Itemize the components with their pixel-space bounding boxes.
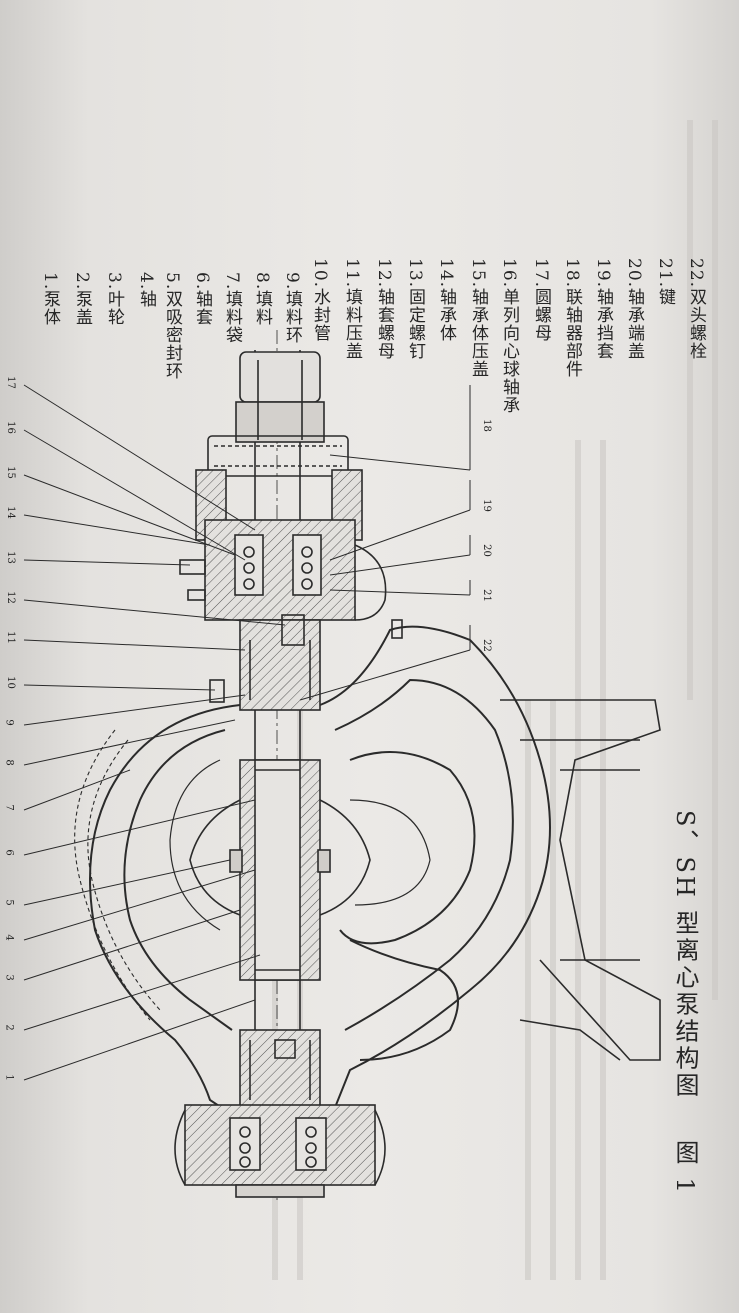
legend-item-4: 4.轴 bbox=[136, 272, 156, 309]
callout-5: 5 bbox=[3, 899, 15, 906]
callout-8: 8 bbox=[3, 759, 15, 766]
callout-1: 1 bbox=[3, 1074, 15, 1081]
legend-item-20: 20.轴承端盖 bbox=[624, 258, 644, 361]
callout-4: 4 bbox=[3, 934, 15, 941]
callout-7: 7 bbox=[3, 804, 15, 811]
callout-2: 2 bbox=[3, 1024, 15, 1031]
legend-item-12: 12.轴套螺母 bbox=[374, 258, 394, 361]
upper-gland bbox=[209, 614, 403, 711]
legend-item-11: 11.填料压盖 bbox=[342, 258, 362, 361]
lower-bearing-housing bbox=[174, 1104, 386, 1198]
legend-item-1: 1.泵体 bbox=[40, 272, 60, 327]
callout-6: 6 bbox=[3, 849, 15, 856]
callout-leaders bbox=[23, 384, 471, 1081]
pump-casing bbox=[74, 625, 551, 1121]
legend-item-8: 8.填料 bbox=[252, 272, 272, 327]
callout-13: 13 bbox=[4, 551, 16, 564]
figure-label: 图 1 bbox=[671, 1140, 699, 1196]
callout-18: 18 bbox=[480, 419, 492, 432]
legend-item-19: 19.轴承挡套 bbox=[593, 258, 613, 361]
callout-10: 10 bbox=[4, 676, 16, 689]
legend-item-2: 2.泵盖 bbox=[72, 272, 92, 327]
legend-item-15: 15.轴承体压盖 bbox=[468, 258, 488, 379]
legend-item-18: 18.联轴器部件 bbox=[562, 258, 582, 379]
callout-22: 22 bbox=[480, 639, 492, 652]
callout-14: 14 bbox=[4, 506, 16, 519]
callout-15: 15 bbox=[4, 466, 16, 479]
upper-bearing-housing bbox=[179, 519, 387, 621]
legend-item-16: 16.单列向心球轴承 bbox=[499, 258, 519, 415]
figure-caption: S、SH 型离心泵结构图 bbox=[668, 780, 703, 1099]
legend-item-17: 17.圆螺母 bbox=[531, 258, 551, 343]
legend-item-3: 3.叶轮 bbox=[104, 272, 124, 327]
pump-foot bbox=[500, 699, 661, 1061]
callout-11: 11 bbox=[4, 631, 16, 644]
lower-gland bbox=[239, 1029, 321, 1111]
callout-21: 21 bbox=[480, 589, 492, 602]
legend-item-9: 9.填料环 bbox=[282, 272, 302, 345]
coupling-assembly bbox=[195, 351, 363, 541]
callout-9: 9 bbox=[3, 719, 15, 726]
callout-12: 12 bbox=[4, 591, 16, 604]
caption-title: S、SH 型离心泵结构图 bbox=[671, 810, 699, 1100]
callout-17: 17 bbox=[4, 376, 16, 389]
legend-item-7: 7.填料袋 bbox=[222, 272, 242, 345]
legend-item-10: 10.水封管 bbox=[310, 258, 330, 343]
legend-item-5: 5.双吸密封环 bbox=[162, 272, 182, 381]
legend-item-13: 13.固定螺钉 bbox=[405, 258, 425, 361]
legend-item-21: 21.键 bbox=[655, 258, 675, 307]
callout-16: 16 bbox=[4, 421, 16, 434]
callout-3: 3 bbox=[3, 974, 15, 981]
legend-item-14: 14.轴承体 bbox=[436, 258, 456, 343]
callout-19: 19 bbox=[480, 499, 492, 512]
legend-item-22: 22.双头螺栓 bbox=[686, 258, 706, 361]
impeller bbox=[189, 759, 371, 981]
legend-item-6: 6.轴套 bbox=[192, 272, 212, 327]
callout-20: 20 bbox=[480, 544, 492, 557]
